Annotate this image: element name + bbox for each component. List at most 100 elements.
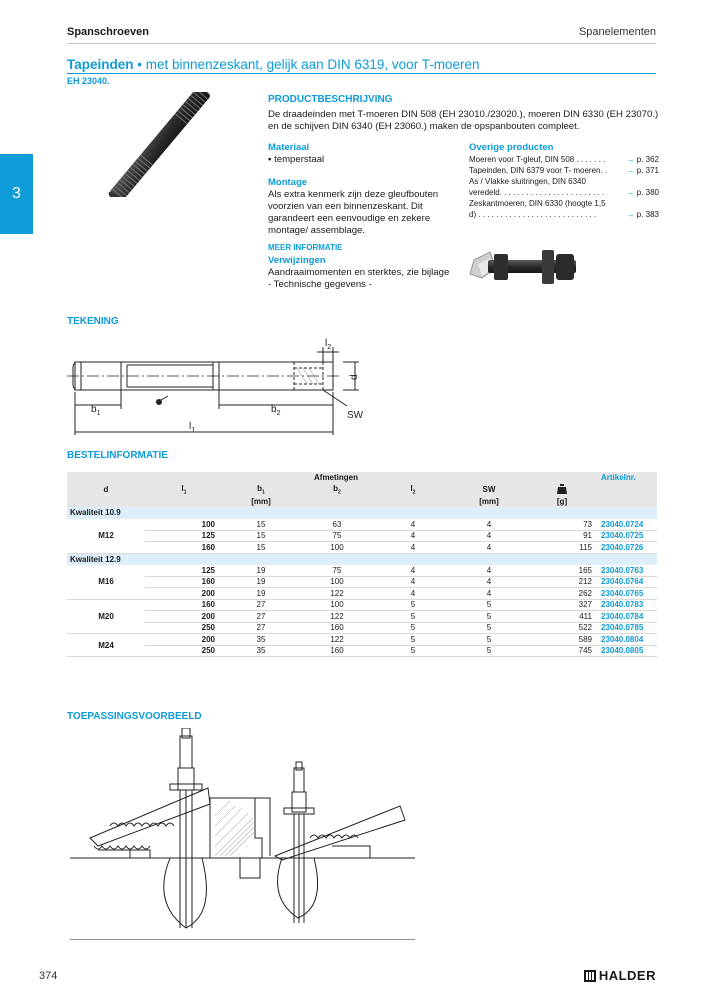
article-number[interactable]: 23040.0726: [597, 541, 657, 554]
overige-item-label: As / Vlakke sluitringen, DIN 6340: [469, 177, 586, 186]
unit-g: [g]: [527, 495, 597, 507]
unit-mm-sw: [mm]: [451, 495, 527, 507]
overige-item-label-cont: d) . . . . . . . . . . . . . . . . . . .…: [469, 210, 597, 219]
l2-cell: 4: [375, 518, 451, 531]
l2-cell: 5: [375, 622, 451, 634]
b1-cell: 19: [223, 587, 299, 600]
montage-heading: Montage: [268, 177, 308, 188]
unit-mm: [mm]: [223, 495, 299, 507]
verwijzingen-heading: Verwijzingen: [268, 255, 326, 266]
article-number[interactable]: 23040.0783: [597, 599, 657, 611]
b2-cell: 160: [299, 622, 375, 634]
arrow-right-icon: →: [626, 188, 635, 197]
size-d: M12: [67, 518, 145, 554]
overige-heading: Overige producten: [469, 142, 554, 153]
verwijzingen-text-2: - Technische gegevens -: [268, 279, 372, 290]
l2-cell: 4: [375, 564, 451, 577]
l1-cell: 125: [145, 530, 223, 542]
overige-item[interactable]: Zeskantmoeren, DIN 6330 (hoogte 1,5 d) .…: [469, 198, 659, 220]
col-header-sw: SW: [451, 483, 527, 496]
chapter-tab[interactable]: 3: [0, 154, 33, 234]
assembly-image: [469, 250, 576, 284]
chapter-tab-label: 3: [12, 185, 21, 202]
title-rest: met binnenzeskant, gelijk aan DIN 6319, …: [145, 57, 480, 72]
sw-cell: 5: [451, 599, 527, 611]
article-number[interactable]: 23040.0725: [597, 530, 657, 542]
quality-label: Kwaliteit 10.9: [67, 507, 657, 519]
dim-b1-label: b1: [91, 404, 101, 417]
l1-cell: 160: [145, 541, 223, 554]
header-divider: [67, 43, 656, 44]
overige-item[interactable]: As / Vlakke sluitringen, DIN 6340 verede…: [469, 176, 659, 198]
b2-cell: 63: [299, 518, 375, 531]
article-number[interactable]: 23040.0784: [597, 610, 657, 623]
article-number[interactable]: 23040.0763: [597, 564, 657, 577]
materiaal-text: ▪ temperstaal: [268, 154, 325, 165]
b1-cell: 19: [223, 576, 299, 588]
article-number[interactable]: 23040.0764: [597, 576, 657, 588]
weight-cell: 73: [527, 518, 597, 531]
col-header-l1: l1: [145, 483, 223, 496]
weight-cell: 327: [527, 599, 597, 611]
table-header-row-1: Afmetingen Artikelnr.: [67, 472, 657, 484]
b2-cell: 100: [299, 541, 375, 554]
l1-cell: 250: [145, 622, 223, 634]
quality-label: Kwaliteit 12.9: [67, 553, 657, 565]
article-number[interactable]: 23040.0765: [597, 587, 657, 600]
halder-logo-text: HALDER: [598, 968, 656, 983]
l1-cell: 200: [145, 633, 223, 646]
article-number[interactable]: 23040.0805: [597, 645, 657, 657]
dim-l2-label: l2: [325, 338, 331, 351]
overige-item-page: p. 371: [636, 166, 659, 175]
article-number[interactable]: 23040.0804: [597, 633, 657, 646]
sw-cell: 5: [451, 610, 527, 623]
sw-cell: 5: [451, 645, 527, 657]
header-category: Spanelementen: [578, 26, 656, 38]
b2-cell: 75: [299, 564, 375, 577]
col-header-b1: b1: [223, 483, 299, 496]
b1-cell: 27: [223, 622, 299, 634]
b2-cell: 122: [299, 587, 375, 600]
overige-item[interactable]: Tapeinden, DIN 6379 voor T- moeren. . → …: [469, 165, 659, 176]
b2-cell: 75: [299, 530, 375, 542]
overige-item[interactable]: Moeren voor T-gleuf, DIN 508 . . . . . .…: [469, 154, 659, 165]
l2-cell: 4: [375, 541, 451, 554]
overige-item-label-cont: veredeld. . . . . . . . . . . . . . . . …: [469, 188, 605, 197]
b2-cell: 160: [299, 645, 375, 657]
weight-cell: 165: [527, 564, 597, 577]
artikel-header: Artikelnr.: [597, 472, 657, 484]
dim-d-label: d: [349, 374, 360, 380]
size-d: M20: [67, 599, 145, 634]
b1-cell: 15: [223, 530, 299, 542]
dim-l1-label: l1: [189, 421, 195, 434]
weight-cell: 522: [527, 622, 597, 634]
sw-cell: 4: [451, 541, 527, 554]
l2-cell: 5: [375, 599, 451, 611]
article-number[interactable]: 23040.0724: [597, 518, 657, 531]
b1-cell: 35: [223, 633, 299, 646]
weight-cell: 212: [527, 576, 597, 588]
l2-cell: 5: [375, 633, 451, 646]
b1-cell: 15: [223, 518, 299, 531]
montage-text: Als extra kenmerk zijn deze gleufbouten …: [268, 189, 439, 236]
l1-cell: 160: [145, 599, 223, 611]
sw-cell: 5: [451, 622, 527, 634]
weight-cell: 589: [527, 633, 597, 646]
sw-cell: 4: [451, 587, 527, 600]
article-number[interactable]: 23040.0785: [597, 622, 657, 634]
meer-info-heading: MEER INFORMATIE: [268, 243, 343, 252]
l1-cell: 125: [145, 564, 223, 577]
application-drawing: [70, 728, 415, 940]
header-section-title: Spanschroeven: [67, 26, 149, 38]
table-header-row-3: [mm] [mm] [g]: [67, 495, 657, 507]
verwijzingen-text-1[interactable]: Aandraaimomenten en sterktes, zie bijlag…: [268, 267, 450, 278]
b1-cell: 27: [223, 610, 299, 623]
weight-icon: [527, 483, 597, 496]
halder-logo-icon: [583, 969, 596, 982]
